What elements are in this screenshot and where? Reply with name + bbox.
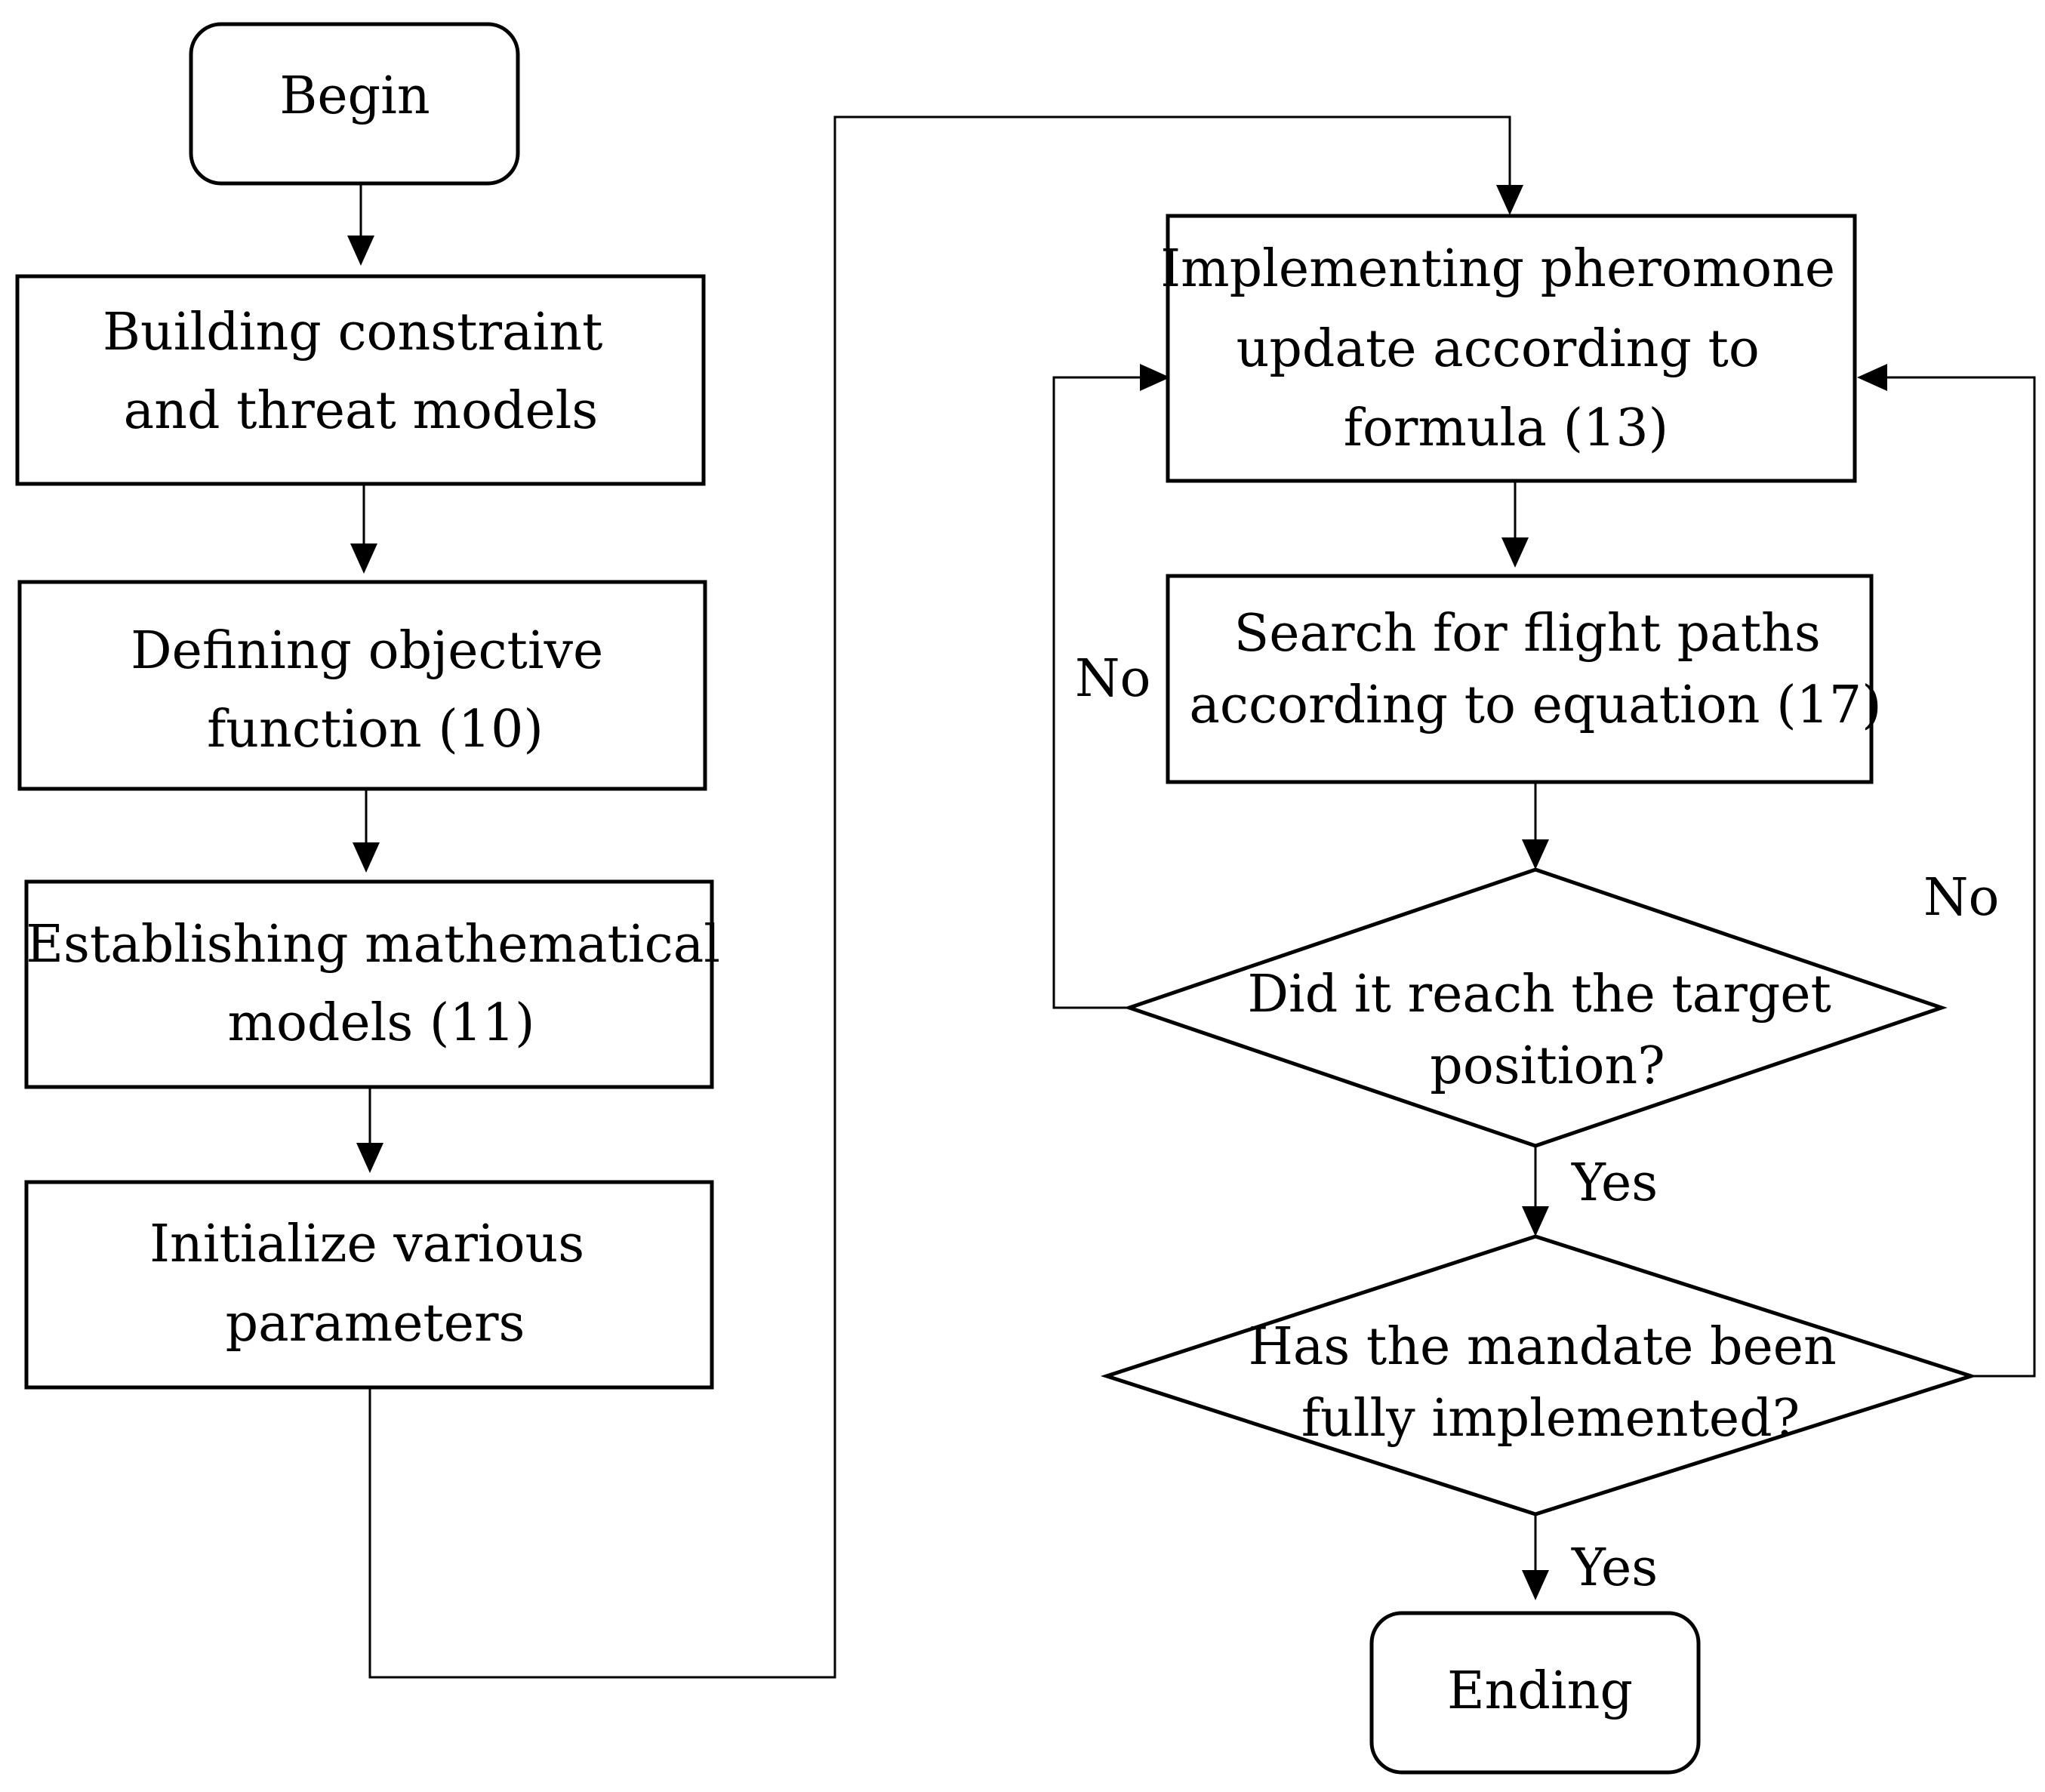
pheromone-update-step: Implementing pheromone update according … xyxy=(1160,214,1857,483)
arrowhead-init xyxy=(356,1143,383,1173)
arrowhead-mathmodel xyxy=(353,842,380,873)
objective-function-step: Defining objective function (10) xyxy=(17,580,707,791)
constraint-models-label: Building constraint and threat models xyxy=(103,303,619,441)
target-reached-decision: Did it reach the target position? xyxy=(1123,867,1948,1148)
arrowhead-pheromone-left xyxy=(1140,364,1170,391)
edge-mandate-no-loop xyxy=(1880,376,2036,1378)
arrowhead-search xyxy=(1501,537,1529,568)
begin-label: Begin xyxy=(279,66,430,126)
mandate-no-label: No xyxy=(1923,868,1999,928)
arrowhead-constraint xyxy=(347,236,374,266)
target-reached-label: Did it reach the target position? xyxy=(1248,965,1848,1096)
arrowhead-mandate xyxy=(1522,1206,1549,1236)
arrowhead-objective xyxy=(350,543,377,574)
target-no-label: No xyxy=(1075,649,1150,709)
pheromone-update-label: Implementing pheromone update according … xyxy=(1160,239,1852,458)
arrowhead-ending xyxy=(1522,1570,1549,1600)
constraint-models-step: Building constraint and threat models xyxy=(15,274,706,486)
objective-function-label: Defining objective function (10) xyxy=(131,621,620,759)
mandate-implemented-decision: Has the mandate been fully implemented? xyxy=(1100,1234,1978,1516)
arrowhead-pheromone-top xyxy=(1496,185,1523,215)
initialize-parameters-step: Initialize various parameters xyxy=(24,1180,714,1390)
initialize-parameters-label: Initialize various parameters xyxy=(149,1215,601,1353)
ending-label: Ending xyxy=(1447,1661,1633,1721)
edge-init-to-pheromone xyxy=(368,115,1511,1679)
target-yes-label: Yes xyxy=(1571,1153,1658,1213)
begin-terminal: Begin xyxy=(189,22,520,186)
arrowhead-target xyxy=(1522,839,1549,870)
mandate-implemented-label: Has the mandate been fully implemented? xyxy=(1249,1317,1853,1449)
search-flight-paths-label: Search for flight paths according to equ… xyxy=(1189,604,1881,735)
arrowhead-pheromone-right xyxy=(1857,364,1887,391)
ending-terminal: Ending xyxy=(1369,1611,1701,1775)
mandate-yes-label: Yes xyxy=(1571,1538,1658,1598)
connectors xyxy=(347,115,2036,1679)
mathematical-models-step: Establishing mathematical models (11) xyxy=(24,879,736,1089)
mathematical-models-label: Establishing mathematical models (11) xyxy=(26,915,736,1053)
search-flight-paths-step: Search for flight paths according to equ… xyxy=(1166,574,1882,784)
edge-target-no-loop xyxy=(1052,376,1147,1009)
